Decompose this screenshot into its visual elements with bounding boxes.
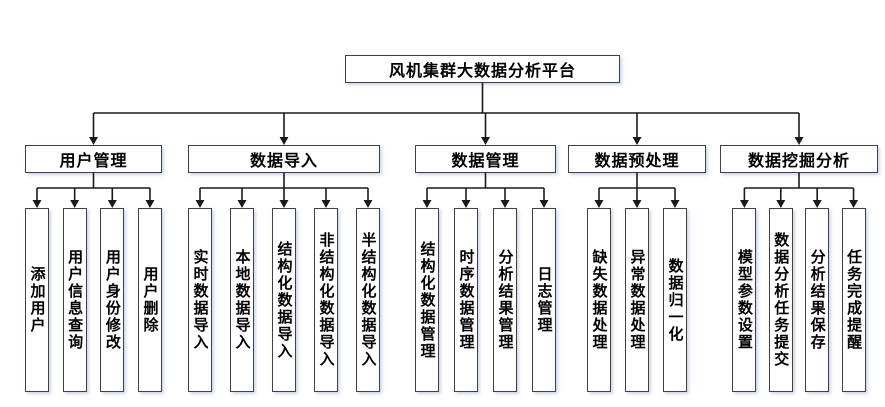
- leaf-row: 实时数据导入 本地数据导入 结构化数据导入 非结构化数据导入 半结构化数据导入: [188, 208, 380, 392]
- leaf-label: 数据归一化: [666, 257, 684, 343]
- leaf-node: 用户信息查询: [62, 208, 87, 392]
- root-node: 风机集群大数据分析平台: [345, 55, 620, 83]
- leaf-node: 结构化数据导入: [272, 208, 296, 392]
- leaf-label: 分析结果保存: [808, 249, 826, 351]
- leaf-label: 本地数据导入: [233, 249, 251, 351]
- leaf-node: 结构化数据管理: [415, 208, 439, 392]
- branch-group: 数据预处理 缺失数据处理 异常数据处理 数据归一化: [568, 145, 706, 392]
- leaf-label: 时序数据管理: [457, 249, 475, 351]
- leaf-node: 分析结果管理: [493, 208, 517, 392]
- leaf-label: 结构化数据管理: [418, 240, 436, 360]
- branch-group: 数据挖掘分析 模型参数设置 数据分析任务提交 分析结果保存 任务完成提醒: [720, 145, 878, 392]
- leaf-row: 结构化数据管理 时序数据管理 分析结果管理 日志管理: [415, 208, 556, 392]
- leaf-node: 模型参数设置: [732, 208, 757, 392]
- leaf-label: 添加用户: [28, 266, 46, 334]
- leaf-label: 用户身份修改: [103, 249, 121, 351]
- leaf-node: 数据分析任务提交: [768, 208, 793, 392]
- leaf-label: 用户信息查询: [66, 249, 84, 351]
- leaf-node: 任务完成提醒: [841, 208, 866, 392]
- leaf-label: 半结构化数据导入: [359, 232, 377, 368]
- leaf-node: 非结构化数据导入: [314, 208, 338, 392]
- leaf-label: 用户删除: [141, 266, 159, 334]
- leaf-node: 数据归一化: [663, 208, 687, 392]
- branch-node: 数据预处理: [568, 145, 706, 173]
- leaf-label: 异常数据处理: [628, 249, 646, 351]
- leaf-label: 数据分析任务提交: [772, 232, 790, 368]
- leaf-node: 日志管理: [532, 208, 556, 392]
- leaf-node: 实时数据导入: [188, 208, 212, 392]
- leaf-node: 用户身份修改: [100, 208, 125, 392]
- leaf-label: 分析结果管理: [496, 249, 514, 351]
- leaf-node: 用户删除: [137, 208, 162, 392]
- leaf-node: 时序数据管理: [454, 208, 478, 392]
- branch-node: 数据挖掘分析: [720, 145, 878, 173]
- leaf-node: 分析结果保存: [805, 208, 830, 392]
- leaf-node: 半结构化数据导入: [356, 208, 380, 392]
- leaf-label: 任务完成提醒: [845, 249, 863, 351]
- branch-group: 用户管理 添加用户 用户信息查询 用户身份修改 用户删除: [25, 145, 162, 392]
- leaf-node: 异常数据处理: [625, 208, 649, 392]
- leaf-row: 缺失数据处理 异常数据处理 数据归一化: [568, 208, 706, 392]
- branch-node: 数据导入: [188, 145, 380, 173]
- leaf-label: 缺失数据处理: [590, 249, 608, 351]
- leaf-node: 添加用户: [25, 208, 49, 392]
- branch-group: 数据管理 结构化数据管理 时序数据管理 分析结果管理 日志管理: [415, 145, 556, 392]
- leaf-label: 非结构化数据导入: [317, 232, 335, 368]
- branch-node: 用户管理: [25, 145, 162, 173]
- leaf-row: 添加用户 用户信息查询 用户身份修改 用户删除: [25, 208, 162, 392]
- branch-group: 数据导入 实时数据导入 本地数据导入 结构化数据导入 非结构化数据导入 半结构化…: [188, 145, 380, 392]
- leaf-label: 实时数据导入: [191, 249, 209, 351]
- leaf-node: 缺失数据处理: [587, 208, 611, 392]
- leaf-node: 本地数据导入: [230, 208, 254, 392]
- leaf-row: 模型参数设置 数据分析任务提交 分析结果保存 任务完成提醒: [720, 208, 878, 392]
- leaf-label: 结构化数据导入: [275, 240, 293, 360]
- leaf-label: 模型参数设置: [735, 249, 753, 351]
- branch-node: 数据管理: [415, 145, 556, 173]
- leaf-label: 日志管理: [535, 266, 553, 334]
